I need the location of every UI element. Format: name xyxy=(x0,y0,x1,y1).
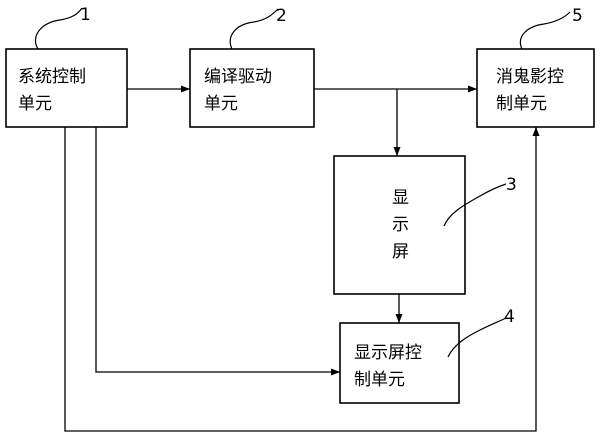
block-3-number: 3 xyxy=(506,175,517,195)
block-display-control-unit: 显示屏控 制单元 4 xyxy=(339,307,515,404)
block-5-label-line2: 制单元 xyxy=(496,94,547,114)
arrow-system-control-to-display-control xyxy=(95,127,340,376)
block-1-leader-line xyxy=(34,7,83,50)
block-4-number: 4 xyxy=(504,307,515,327)
block-2-frame xyxy=(189,48,315,128)
block-5-leader-line xyxy=(519,11,571,50)
block-3-frame xyxy=(333,155,466,295)
block-4-leader-line xyxy=(447,317,507,358)
block-1-label-line2: 单元 xyxy=(18,94,52,114)
block-2-leader-line xyxy=(229,8,279,50)
block-5-number: 5 xyxy=(572,6,583,26)
block-4-frame xyxy=(339,322,460,404)
block-system-control-unit: 系统控制 单元 1 xyxy=(5,5,128,128)
block-1-number: 1 xyxy=(80,5,91,25)
block-5-frame xyxy=(476,48,595,128)
block-3-leader-line xyxy=(443,183,507,227)
block-3-label-line2: 示 xyxy=(392,215,409,235)
block-3-label-line1: 显 xyxy=(392,188,409,208)
block-1-frame xyxy=(5,48,128,128)
block-ghosting-elimination-control-unit: 消鬼影控 制单元 5 xyxy=(476,6,595,128)
block-compile-drive-unit: 编译驱动 单元 2 xyxy=(189,6,315,128)
block-1-label-line1: 系统控制 xyxy=(18,67,86,87)
block-4-label-line1: 显示屏控 xyxy=(354,343,422,363)
block-2-number: 2 xyxy=(276,6,287,26)
arrow-system-control-to-ghosting-elimination xyxy=(64,127,540,432)
block-2-label-line2: 单元 xyxy=(204,94,238,114)
block-display-screen: 显 示 屏 3 xyxy=(333,155,517,295)
block-2-label-line1: 编译驱动 xyxy=(204,67,272,87)
block-3-label-line3: 屏 xyxy=(392,242,409,262)
block-5-label-line1: 消鬼影控 xyxy=(496,67,564,87)
block-4-label-line2: 制单元 xyxy=(354,370,405,390)
